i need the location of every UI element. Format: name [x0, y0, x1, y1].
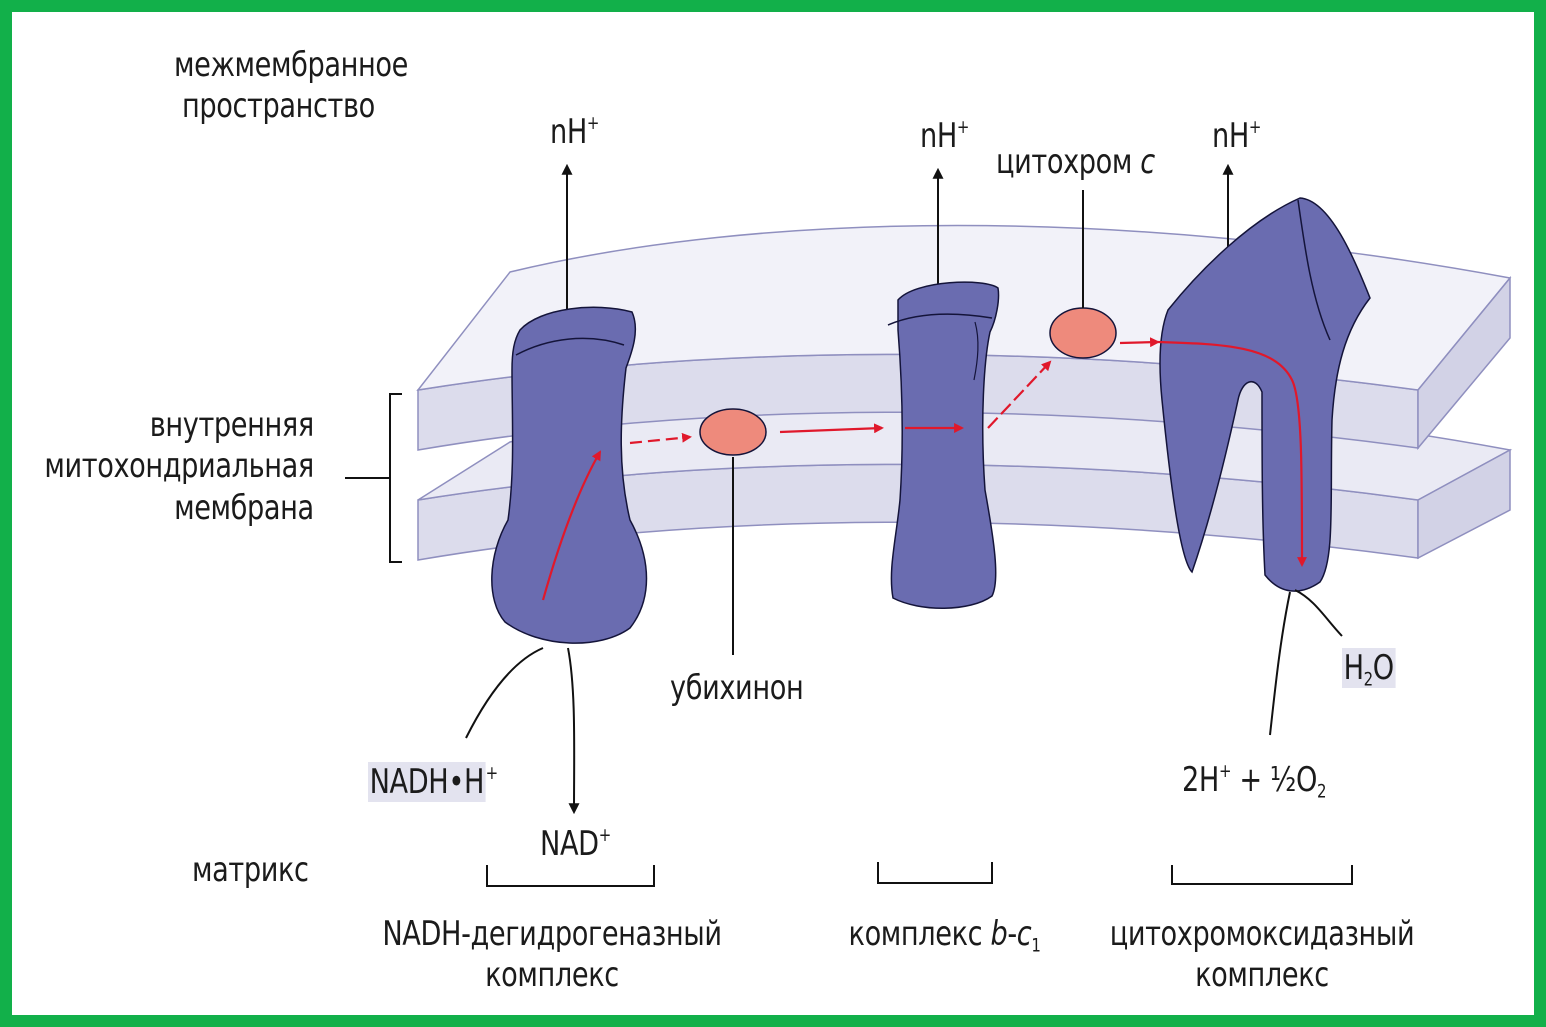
complex1-bracket: [487, 865, 654, 886]
cytochrome-c-label: цитохром c: [996, 142, 1155, 183]
membrane-bracket: [390, 394, 402, 562]
nadh-label: NADH•H+: [368, 762, 498, 803]
proton-label-complex1: nH+: [550, 112, 599, 153]
proton-label-complex3: nH+: [1212, 116, 1261, 157]
water-leader: [1295, 590, 1342, 636]
matrix-label: матрикс: [192, 850, 309, 891]
proton-label-complex2: nH+: [920, 116, 969, 157]
ubiquinone-carrier: [700, 409, 766, 455]
complex2-label: комплекс b-c1: [799, 914, 1091, 958]
complex1-label: NADH-дегидрогеназный комплекс: [360, 914, 744, 997]
electron-arrow-from-cytochrome: [1120, 342, 1158, 343]
inner-membrane-label: внутренняя митохондриальная мембрана: [45, 405, 314, 529]
complex2-bracket: [878, 862, 992, 883]
complex3-bracket: [1172, 865, 1352, 884]
complex2-protein: [888, 282, 999, 608]
complex1-protein: [492, 307, 647, 643]
oxygen-leader: [1270, 592, 1290, 735]
ubiquinone-label: убихинон: [670, 668, 803, 709]
intermembrane-label: межмембранное пространство: [174, 45, 408, 128]
nadh-leader: [466, 648, 543, 738]
oxygen-label: 2H+ + ½O2: [1182, 760, 1326, 804]
nad-label: NAD+: [540, 824, 611, 865]
complex3-label: цитохромоксидазный комплекс: [1086, 914, 1438, 997]
cytochrome-c-carrier: [1050, 308, 1116, 358]
nad-arrow: [568, 648, 574, 812]
water-label: H2O: [1342, 648, 1395, 692]
